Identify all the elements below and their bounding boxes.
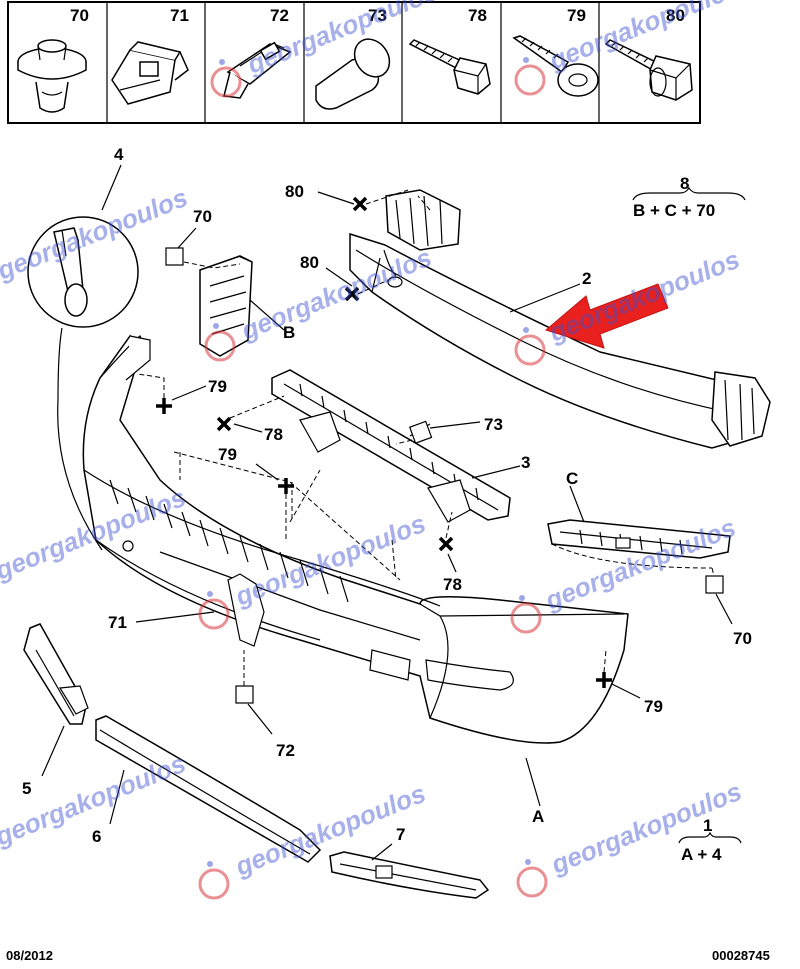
center-bracket-part-3 bbox=[271, 369, 521, 523]
callout-5: 5 bbox=[22, 779, 31, 798]
watermark-logo-icon bbox=[514, 57, 546, 96]
callout-73: 73 bbox=[484, 415, 503, 434]
callout-70-lower: 70 bbox=[733, 629, 752, 648]
formula-8-terms: B + C + 70 bbox=[633, 201, 715, 220]
callout-c: C bbox=[566, 469, 578, 488]
watermark-text: georgakopoulos bbox=[544, 244, 744, 348]
formula-1: 1 A + 4 bbox=[678, 816, 742, 864]
bolt-marker-80-upper bbox=[317, 189, 409, 212]
lower-trim-part-6 bbox=[95, 715, 322, 863]
fastener-label-70: 70 bbox=[70, 6, 89, 25]
watermark-logo-icon bbox=[204, 323, 236, 362]
bolt-marker-78-right bbox=[438, 511, 457, 573]
bolt-icon bbox=[408, 39, 491, 95]
callout-80-lower: 80 bbox=[300, 253, 319, 272]
bumper-cover-part-a bbox=[82, 334, 629, 807]
watermark-logo-icon bbox=[516, 859, 548, 898]
bracket-clip-icon bbox=[111, 41, 189, 105]
callout-b: B bbox=[283, 323, 295, 342]
screw-marker-79-left bbox=[137, 373, 207, 414]
formula-8: 8 B + C + 70 bbox=[632, 174, 746, 220]
spring-clip-icon bbox=[223, 41, 292, 99]
formula-8-number: 8 bbox=[680, 174, 689, 193]
callout-71: 71 bbox=[108, 613, 127, 632]
callout-7: 7 bbox=[396, 825, 405, 844]
watermark-logo-icon bbox=[514, 327, 546, 366]
bolt-marker-80-lower bbox=[325, 267, 389, 302]
callout-4: 4 bbox=[114, 145, 124, 164]
fastener-label-79: 79 bbox=[567, 6, 586, 25]
fastener-label-78: 78 bbox=[468, 6, 487, 25]
watermark-text: georgakopoulos bbox=[546, 776, 746, 880]
push-clip-icon bbox=[17, 39, 87, 113]
self-tapping-screw-icon bbox=[512, 35, 599, 97]
callout-79-center: 79 bbox=[218, 445, 237, 464]
screw-marker-79-right bbox=[596, 649, 641, 699]
fastener-label-80: 80 bbox=[666, 6, 685, 25]
flange-bolt-icon bbox=[604, 39, 693, 101]
callout-78-left: 78 bbox=[264, 425, 283, 444]
red-arrow-icon bbox=[544, 283, 669, 349]
clip-marker-70-upper bbox=[165, 227, 241, 269]
right-bracket-part-c bbox=[547, 485, 731, 569]
formula-1-number: 1 bbox=[703, 816, 712, 835]
left-bracket-part-b bbox=[199, 255, 285, 357]
formula-1-terms: A + 4 bbox=[681, 845, 722, 864]
callout-70-upper: 70 bbox=[193, 207, 212, 226]
callout-80-upper: 80 bbox=[285, 182, 304, 201]
callout-2: 2 bbox=[582, 269, 591, 288]
footer-reference: 00028745 bbox=[712, 948, 770, 963]
clip-marker-72 bbox=[235, 650, 273, 735]
fastener-label-72: 72 bbox=[270, 6, 289, 25]
watermark-logo-icon bbox=[510, 595, 542, 634]
clip-marker-70-lower bbox=[705, 567, 733, 625]
fastener-table: 70 71 72 73 78 79 80 bbox=[7, 1, 701, 124]
fastener-label-71: 71 bbox=[170, 6, 189, 25]
watermark-logo-icon bbox=[198, 591, 230, 630]
watermark-logo-icon bbox=[210, 59, 242, 98]
footer-date: 08/2012 bbox=[6, 948, 53, 963]
screw-marker-79-center bbox=[255, 463, 294, 540]
callout-78-right: 78 bbox=[443, 575, 462, 594]
watermark-logo-icon bbox=[198, 861, 230, 900]
plug-icon bbox=[315, 38, 391, 110]
callout-79-left: 79 bbox=[208, 377, 227, 396]
callout-72: 72 bbox=[276, 741, 295, 760]
plug-marker-73 bbox=[395, 420, 481, 445]
bolt-marker-78-left bbox=[216, 395, 285, 433]
callout-6: 6 bbox=[92, 827, 101, 846]
fastener-label-73: 73 bbox=[368, 6, 387, 25]
right-trim-part-7 bbox=[329, 843, 490, 899]
callout-a: A bbox=[532, 807, 544, 826]
left-trim-part-5 bbox=[23, 623, 89, 777]
callout-3: 3 bbox=[521, 453, 530, 472]
detail-circle-part-4 bbox=[27, 164, 139, 551]
callout-labels: 4 70 80 80 2 B 79 78 73 79 3 C 71 78 70 … bbox=[22, 145, 752, 846]
callout-79-right: 79 bbox=[644, 697, 663, 716]
